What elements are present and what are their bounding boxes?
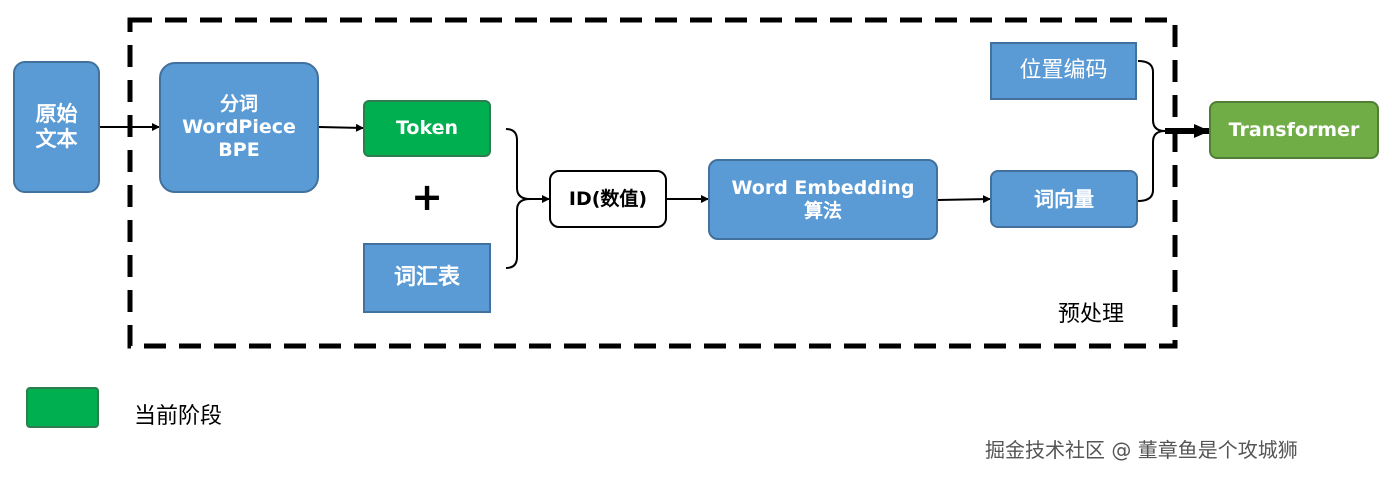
word-embedding-line1: Word Embedding xyxy=(731,176,915,199)
id-label: ID(数值) xyxy=(568,187,648,210)
plus-sign: + xyxy=(411,175,443,219)
preprocessing-region-label: 预处理 xyxy=(1058,302,1125,327)
position-encoding-node: 位置编码 xyxy=(990,42,1137,100)
id-node: ID(数值) xyxy=(549,170,667,228)
token-label: Token xyxy=(395,117,459,140)
word-vector-node: 词向量 xyxy=(990,170,1138,228)
tokenizer-line1: 分词 xyxy=(219,93,258,116)
raw-text-line2: 文本 xyxy=(35,127,78,151)
token-node: Token xyxy=(363,100,491,157)
tokenizer-line2: WordPiece xyxy=(182,116,296,139)
tokenizer-line3: BPE xyxy=(218,138,260,161)
raw-text-line1: 原始 xyxy=(35,101,78,126)
transformer-node: Transformer xyxy=(1209,101,1379,159)
arrow-embedding-to-word-vector xyxy=(937,195,991,204)
vocabulary-node: 词汇表 xyxy=(363,243,491,313)
arrow-tokenizer-to-token xyxy=(318,123,364,132)
word-embedding-node: Word Embedding 算法 xyxy=(708,159,938,240)
word-embedding-line2: 算法 xyxy=(803,199,842,222)
raw-text-node: 原始 文本 xyxy=(13,61,100,193)
preprocessing-region-border xyxy=(127,17,1178,349)
vocabulary-label: 词汇表 xyxy=(393,264,460,290)
brace-token-vocab xyxy=(505,128,531,269)
tokenizer-node: 分词 WordPiece BPE xyxy=(159,62,319,193)
watermark-text: 掘金技术社区 @ 董章鱼是个攻城狮 xyxy=(985,438,1298,462)
legend-swatch-current-stage xyxy=(26,387,99,428)
word-vector-label: 词向量 xyxy=(1034,187,1094,211)
legend-label-current-stage: 当前阶段 xyxy=(134,404,223,429)
transformer-label: Transformer xyxy=(1228,118,1360,141)
position-encoding-label: 位置编码 xyxy=(1019,57,1108,83)
brace-position-word-vector xyxy=(1137,60,1166,202)
